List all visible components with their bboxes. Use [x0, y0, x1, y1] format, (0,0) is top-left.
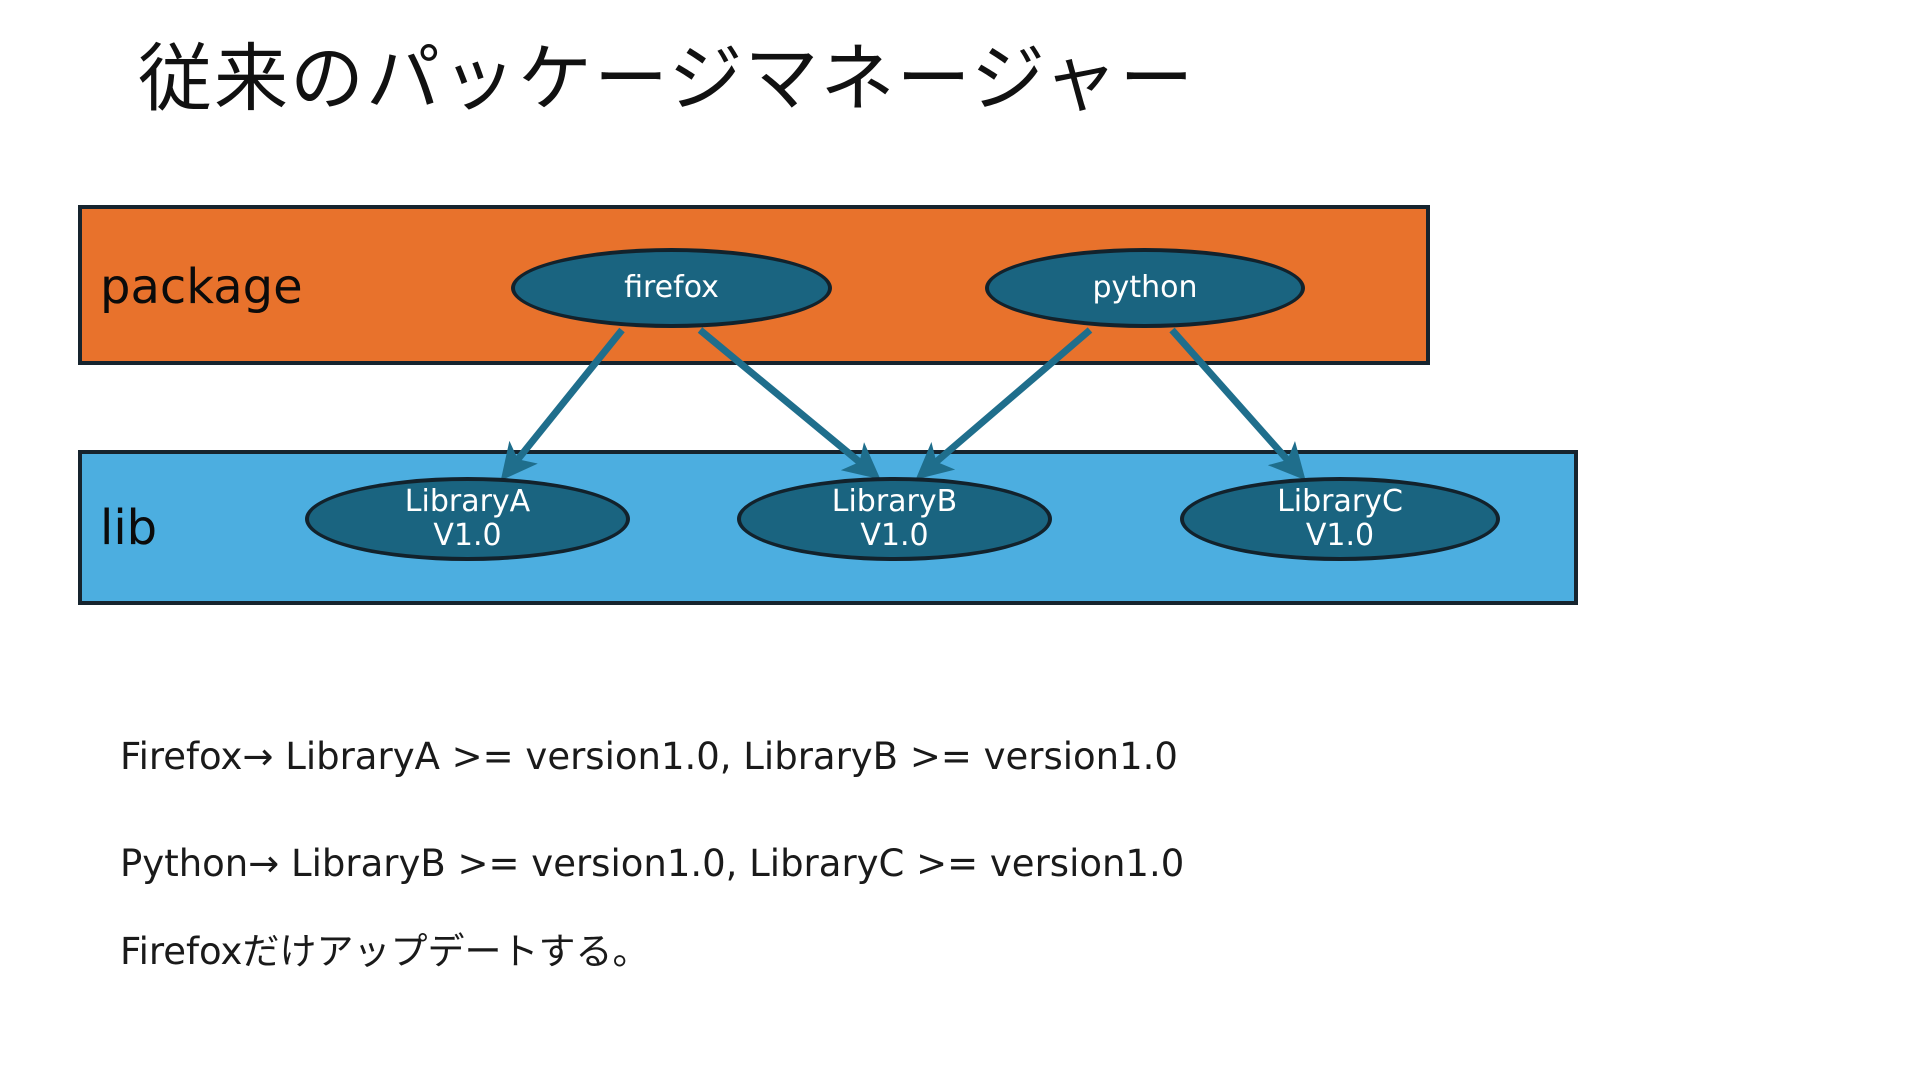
node-firefox-label: firefox [624, 270, 719, 306]
lib-layer-label: lib [100, 500, 158, 556]
package-layer-label: package [100, 259, 303, 315]
node-library-c-name: LibraryC [1277, 484, 1403, 520]
node-python-label: python [1092, 270, 1198, 306]
node-python[interactable]: python [985, 248, 1305, 328]
node-library-c[interactable]: LibraryC V1.0 [1180, 477, 1500, 561]
node-library-b-name: LibraryB [831, 484, 958, 520]
note-line-1: Firefox→ LibraryA >= version1.0, Library… [120, 735, 1178, 778]
node-library-b-version: V1.0 [860, 518, 929, 553]
node-library-b[interactable]: LibraryB V1.0 [737, 477, 1052, 561]
node-library-a[interactable]: LibraryA V1.0 [305, 477, 630, 561]
node-firefox[interactable]: firefox [511, 248, 832, 328]
node-library-c-version: V1.0 [1305, 518, 1375, 553]
node-library-a-name: LibraryA [404, 484, 531, 520]
node-library-a-version: V1.0 [433, 518, 502, 553]
note-line-3: Firefoxだけアップデートする。 [120, 930, 650, 973]
page-title: 従来のパッケージマネージャー [138, 36, 1196, 122]
note-line-2: Python→ LibraryB >= version1.0, LibraryC… [120, 842, 1185, 885]
